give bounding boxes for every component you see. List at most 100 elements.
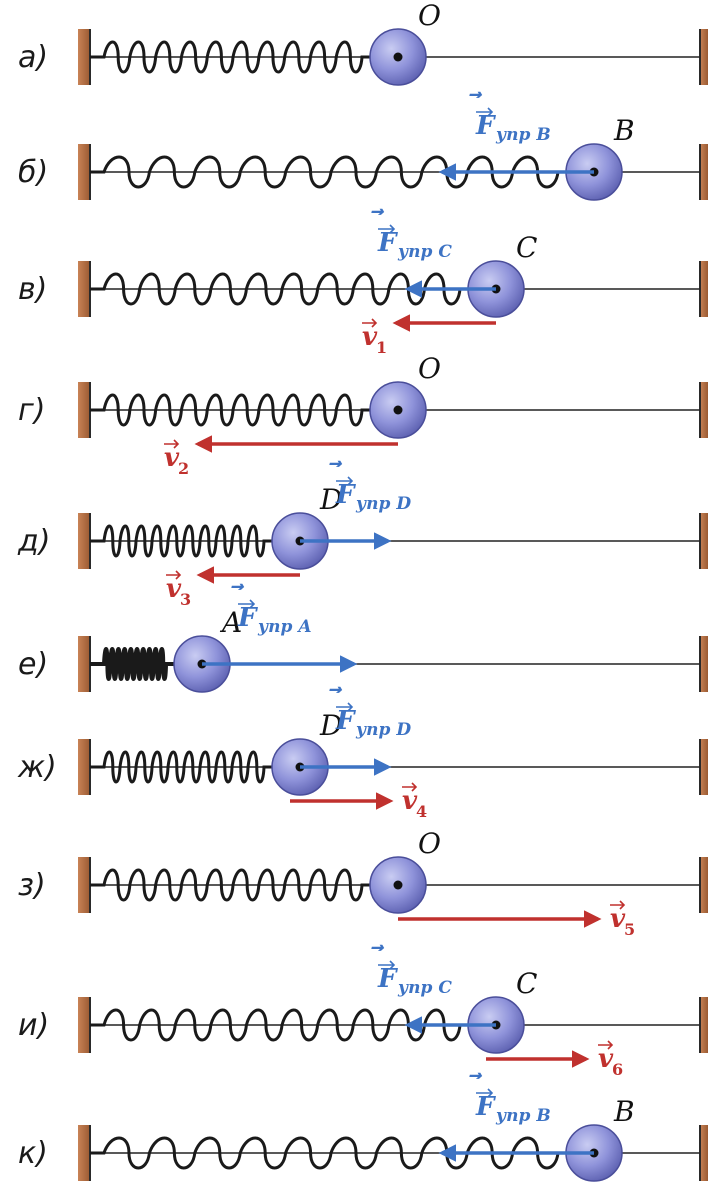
spring xyxy=(90,868,372,902)
point-label-B: B xyxy=(613,1095,635,1128)
force-vector-arrow xyxy=(336,702,354,712)
force-vector-arrow xyxy=(378,960,396,970)
force-vector-arrow xyxy=(238,599,256,609)
force-vector-arrow xyxy=(336,476,354,486)
velocity-label: v xyxy=(164,443,180,473)
right-wall xyxy=(700,513,708,569)
row-4: г) Ov2 xyxy=(18,352,708,478)
velocity-subscript: 6 xyxy=(612,1060,623,1079)
point-label-C: C xyxy=(516,231,537,264)
left-wall xyxy=(78,144,90,200)
force-vector-mark: ⃗ xyxy=(371,208,385,215)
point-label-O: O xyxy=(418,827,441,860)
row-label: з) xyxy=(18,868,46,903)
row-10: к)BF⃗упр B xyxy=(18,1072,708,1182)
force-subscript: упр B xyxy=(495,125,551,145)
row-9: и) C F⃗ упр C v6 xyxy=(18,944,708,1079)
velocity-vector-arrow xyxy=(402,782,418,792)
force-vector-mark: ⃗ xyxy=(371,944,385,951)
row-label: и) xyxy=(18,1008,49,1043)
point-label-C: C xyxy=(516,967,537,1000)
ball-center-dot xyxy=(393,52,403,62)
force-vector-mark: ⃗ xyxy=(469,91,483,98)
point-label-D: D xyxy=(319,709,342,742)
spring xyxy=(90,750,274,784)
row-label: а) xyxy=(18,40,48,75)
force-subscript: упр D xyxy=(355,494,411,514)
velocity-label: v xyxy=(166,574,182,604)
row-label: е) xyxy=(18,647,48,682)
velocity-subscript: 5 xyxy=(624,920,635,939)
point-label-O: O xyxy=(418,352,441,385)
left-wall xyxy=(78,997,90,1053)
right-wall xyxy=(700,857,708,913)
force-subscript: упр A xyxy=(257,617,312,637)
left-wall xyxy=(78,739,90,795)
right-wall xyxy=(700,997,708,1053)
ball-center-dot xyxy=(393,405,403,415)
velocity-label: v xyxy=(598,1044,614,1074)
spring xyxy=(90,524,274,558)
force-vector-mark: ⃗ xyxy=(231,583,245,590)
row-1: а) O xyxy=(18,0,708,86)
point-label-D: D xyxy=(319,483,342,516)
force-label: F xyxy=(237,603,258,633)
velocity-subscript: 4 xyxy=(416,802,427,821)
left-wall xyxy=(78,29,90,85)
velocity-label: v xyxy=(402,786,418,816)
force-vector-mark: ⃗ xyxy=(329,460,343,467)
velocity-vector-arrow xyxy=(610,900,626,910)
force-label: F xyxy=(475,111,496,141)
row-label: в) xyxy=(18,272,47,307)
velocity-label: v xyxy=(610,904,626,934)
velocity-subscript: 3 xyxy=(180,590,191,609)
right-wall xyxy=(700,739,708,795)
force-vector-arrow xyxy=(476,1088,494,1098)
velocity-vector-arrow xyxy=(164,439,180,449)
velocity-vector-arrow xyxy=(598,1040,614,1050)
left-wall xyxy=(78,857,90,913)
force-vector-arrow xyxy=(476,107,494,117)
force-label: F xyxy=(335,706,356,736)
force-subscript: упр C xyxy=(397,242,452,262)
force-subscript: упр C xyxy=(397,978,452,998)
spring xyxy=(90,40,372,74)
row-label: б) xyxy=(18,155,48,190)
left-wall xyxy=(78,513,90,569)
force-subscript: упр B xyxy=(495,1106,551,1126)
point-label-B: B xyxy=(613,114,635,147)
right-wall xyxy=(700,1125,708,1181)
velocity-vector-arrow xyxy=(362,318,378,328)
row-8: з) Ov5 xyxy=(18,827,708,939)
spring xyxy=(90,1008,470,1042)
spring xyxy=(90,1136,568,1170)
ball-center-dot xyxy=(393,880,403,890)
row-6: е)AF⃗упр A xyxy=(18,583,708,693)
row-label: д) xyxy=(17,524,50,559)
force-label: F xyxy=(335,480,356,510)
row-7: ж) DF⃗ упр D v4 xyxy=(17,686,708,821)
row-3: в)CF⃗упр Cv1 xyxy=(18,208,708,357)
right-wall xyxy=(700,144,708,200)
force-label: F xyxy=(377,964,398,994)
spring xyxy=(90,272,470,306)
spring xyxy=(90,393,372,427)
force-vector-mark: ⃗ xyxy=(329,686,343,693)
force-subscript: упр D xyxy=(355,720,411,740)
row-label: ж) xyxy=(17,750,57,785)
row-2: б) B F⃗ упр B xyxy=(18,91,708,201)
right-wall xyxy=(700,382,708,438)
row-label: г) xyxy=(18,393,45,428)
left-wall xyxy=(78,382,90,438)
force-vector-arrow xyxy=(378,224,396,234)
spring xyxy=(90,155,568,189)
force-label: F xyxy=(475,1092,496,1122)
velocity-subscript: 1 xyxy=(376,338,387,357)
velocity-subscript: 2 xyxy=(178,459,189,478)
left-wall xyxy=(78,261,90,317)
velocity-vector-arrow xyxy=(166,570,182,580)
point-label-O: O xyxy=(418,0,441,32)
right-wall xyxy=(700,636,708,692)
